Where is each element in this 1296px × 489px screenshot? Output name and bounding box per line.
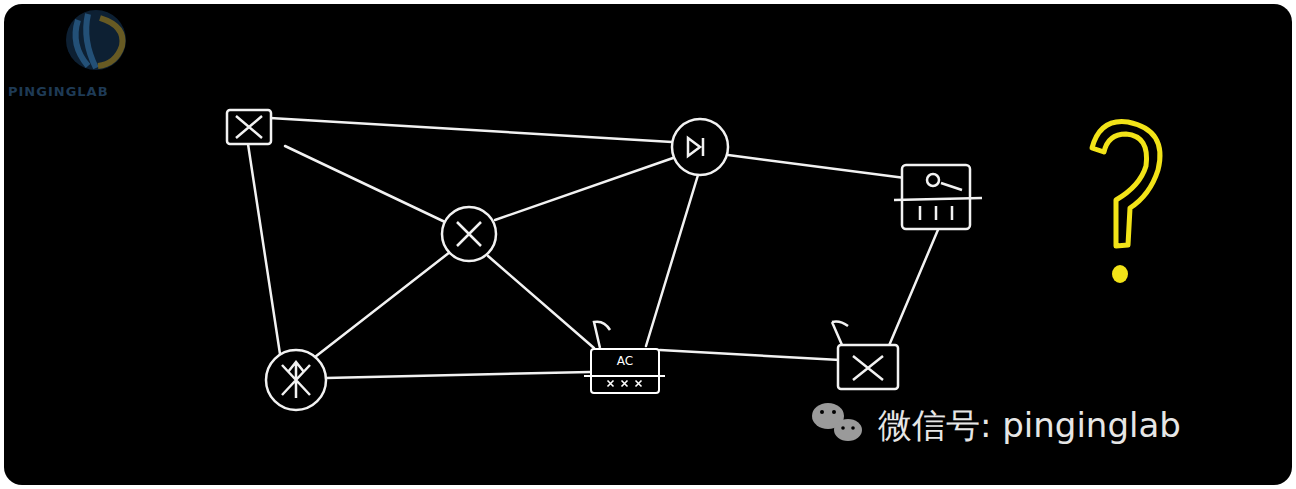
node-text: AC: [592, 350, 658, 368]
watermark-text: 微信号: pinginglab: [878, 403, 1181, 449]
watermark-logo-text: PINGINGLAB: [8, 84, 109, 99]
question-dot: [1112, 265, 1128, 283]
background: [4, 4, 1292, 485]
router-circle: [442, 207, 496, 261]
wechat-icon: [812, 403, 862, 441]
ac-box: AC: [590, 348, 660, 394]
devices: [227, 110, 982, 410]
ap-box: [838, 345, 898, 389]
device-circle: [672, 119, 728, 175]
question-mark: [1092, 122, 1160, 246]
router-circle: [266, 350, 326, 410]
router-box: [227, 110, 271, 144]
logo: [66, 10, 126, 70]
links: [248, 118, 940, 378]
